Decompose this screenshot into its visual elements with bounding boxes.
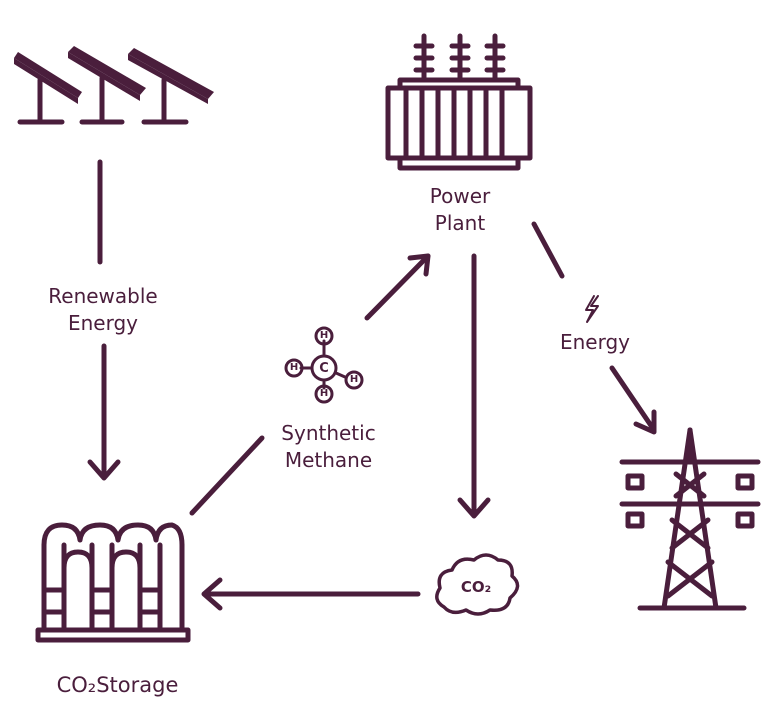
arrow-plant-to-energy <box>531 221 565 279</box>
co2-cloud-label: CO₂ <box>460 578 492 596</box>
power-plant-icon <box>385 33 533 171</box>
co2-cloud-icon <box>435 553 520 616</box>
lightning-bolt-icon <box>585 295 599 323</box>
methane-molecule-icon <box>284 326 364 404</box>
hydrogen-atom-label: H <box>319 330 329 341</box>
arrow-energy-to-tower <box>609 365 657 433</box>
transmission-tower-icon <box>619 427 761 611</box>
hydrogen-atom-label: H <box>349 374 359 385</box>
energy-label: Energy <box>559 330 631 354</box>
carbon-atom-label: C <box>319 361 329 376</box>
hydrogen-atom-label: H <box>319 388 329 399</box>
co2-storage-icon <box>35 522 191 643</box>
co2-storage-label: CO₂Storage <box>56 673 179 697</box>
solar-panels-icon <box>14 46 214 125</box>
arrow-storage-to-methane <box>189 435 265 516</box>
arrow-methane-to-plant <box>364 253 431 321</box>
flow-arrows <box>87 159 657 611</box>
hydrogen-atom-label: H <box>289 362 299 373</box>
